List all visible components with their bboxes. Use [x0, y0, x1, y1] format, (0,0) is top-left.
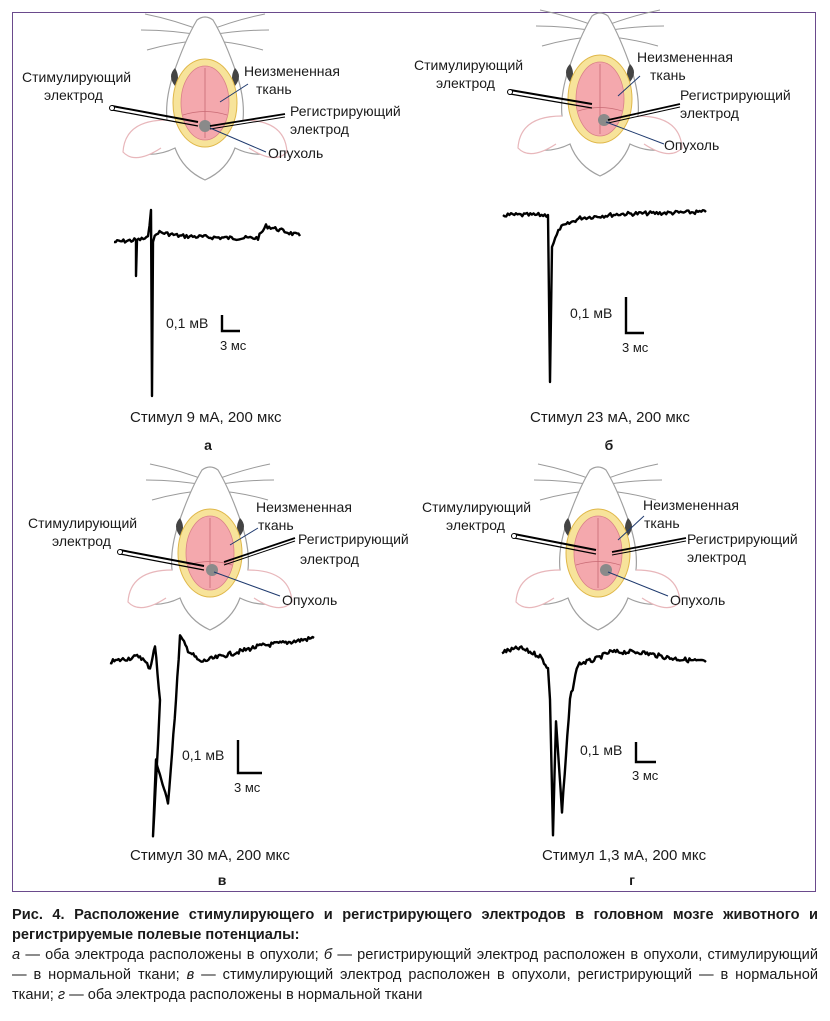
stimulus-label: Стимул 9 мА, 200 мкс: [130, 409, 282, 426]
stimulating-electrode: [109, 105, 199, 127]
panel-a: Стимулирующий электрод Неизмененная ткан…: [22, 13, 401, 453]
recording-electrode: [611, 537, 687, 556]
stim-label: электрод: [52, 533, 111, 549]
rat-head-illustration: [122, 13, 288, 181]
stimulating-electrode: [117, 549, 205, 571]
scale-bar: [624, 297, 644, 335]
leader-line: [213, 571, 281, 597]
rat-head-illustration: [517, 9, 683, 177]
stim-label: Стимулирующий: [22, 69, 131, 85]
caption-letter: г: [57, 987, 66, 1003]
caption-letter: а: [12, 947, 21, 963]
rec-label: Регистрирующий: [680, 87, 791, 103]
potential-trace: [109, 634, 315, 838]
caption-letter: в: [186, 967, 195, 983]
caption-title: Рис. 4. Расположение стимулирующего и ре…: [12, 907, 818, 943]
panel-v: Стимулирующий электрод Неизмененная ткан…: [28, 463, 409, 888]
scale-bar: [634, 742, 656, 764]
scale-voltage: 0,1 мВ: [580, 742, 622, 758]
intact-label: ткань: [258, 517, 294, 533]
tumor-mark: [600, 564, 612, 576]
figure-caption: Рис. 4. Расположение стимулирующего и ре…: [12, 905, 818, 1005]
intact-label: Неизмененная: [244, 63, 340, 79]
stimulating-electrode: [507, 89, 593, 109]
stim-label: Стимулирующий: [414, 57, 523, 73]
stim-label: электрод: [44, 87, 103, 103]
caption-letter: б: [323, 947, 333, 963]
rec-label: Регистрирующий: [687, 531, 798, 547]
recording-electrode: [607, 103, 681, 124]
figure-canvas: Стимулирующий электрод Неизмененная ткан…: [22, 9, 798, 888]
tumor-mark: [199, 120, 211, 132]
rec-label: электрод: [687, 549, 746, 565]
leader-line: [605, 121, 665, 145]
stimulus-label: Стимул 30 мА, 200 мкс: [130, 847, 290, 864]
caption-text: — оба электрода расположены в опухоли;: [20, 947, 324, 963]
potential-trace: [502, 209, 707, 384]
panel-b: Стимулирующий электрод Неизмененная ткан…: [414, 9, 791, 453]
rec-label: Регистрирующий: [298, 531, 409, 547]
intact-label: Неизмененная: [256, 499, 352, 515]
tumor-label: Опухоль: [670, 592, 725, 608]
scale-voltage: 0,1 мВ: [166, 315, 208, 331]
scale-time: 3 мс: [632, 768, 659, 783]
panel-letter: а: [204, 437, 212, 453]
intact-label: ткань: [644, 515, 680, 531]
caption-body: а — оба электрода расположены в опухоли;…: [12, 947, 818, 1003]
panel-letter: б: [605, 437, 614, 453]
tumor-mark: [598, 114, 610, 126]
stim-label: электрод: [446, 517, 505, 533]
rec-label: электрод: [680, 105, 739, 121]
tumor-mark: [206, 564, 218, 576]
caption-text: — оба электрода расположены в нормальной…: [65, 987, 423, 1003]
intact-label: ткань: [650, 67, 686, 83]
intact-label: Неизмененная: [643, 497, 739, 513]
scale-bar: [220, 315, 240, 333]
tumor-label: Опухоль: [282, 592, 337, 608]
potential-trace: [501, 645, 707, 837]
stim-label: электрод: [436, 75, 495, 91]
rec-label: Регистрирующий: [290, 103, 401, 119]
stim-label: Стимулирующий: [422, 499, 531, 515]
panel-letter: в: [218, 872, 227, 888]
leader-line: [617, 515, 645, 541]
leader-line: [617, 75, 641, 97]
caption-text: — регистрирующий электрод расположен в о…: [12, 947, 818, 983]
scale-time: 3 мс: [234, 780, 261, 795]
leader-line: [607, 571, 669, 597]
scale-voltage: 0,1 мВ: [570, 305, 612, 321]
panel-letter: г: [629, 872, 635, 888]
intact-label: ткань: [256, 81, 292, 97]
leader-line: [229, 527, 259, 546]
potential-trace: [113, 208, 302, 398]
scale-voltage: 0,1 мВ: [182, 747, 224, 763]
leader-line: [209, 127, 267, 153]
rec-label: электрод: [300, 551, 359, 567]
stim-label: Стимулирующий: [28, 515, 137, 531]
scale-time: 3 мс: [622, 340, 649, 355]
recording-electrode: [223, 537, 296, 566]
stimulating-electrode: [511, 533, 597, 555]
tumor-label: Опухоль: [268, 145, 323, 161]
stimulus-label: Стимул 23 мА, 200 мкс: [530, 409, 690, 426]
leader-line: [219, 83, 249, 103]
caption-text: — стимулирующий электрод расположен в оп…: [12, 967, 818, 1003]
panel-g: Стимулирующий электрод Неизмененная ткан…: [422, 463, 798, 888]
recording-electrode: [209, 113, 286, 130]
stimulus-label: Стимул 1,3 мА, 200 мкс: [542, 847, 707, 864]
scale-bar: [236, 740, 262, 775]
rec-label: электрод: [290, 121, 349, 137]
intact-label: Неизмененная: [637, 49, 733, 65]
scale-time: 3 мс: [220, 338, 247, 353]
tumor-label: Опухоль: [664, 137, 719, 153]
figure-frame: [12, 12, 816, 892]
